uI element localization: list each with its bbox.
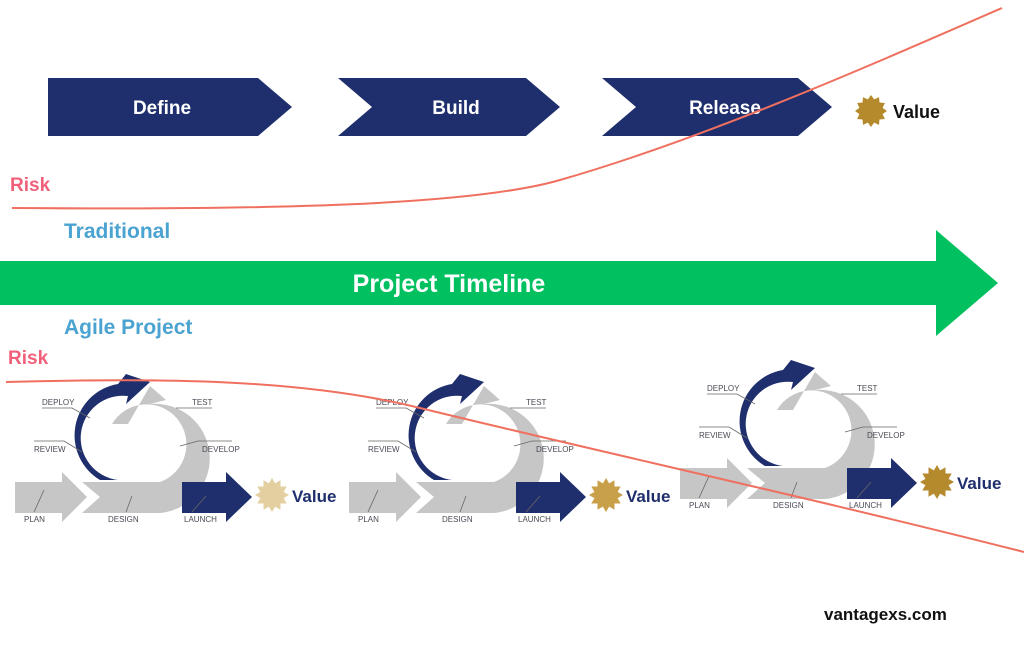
phase-define-arrow bbox=[48, 78, 292, 136]
cycle1-value-label: Value bbox=[292, 487, 336, 506]
traditional-risk-curve bbox=[11, 7, 1003, 210]
traditional-section-label: Traditional bbox=[64, 220, 170, 243]
cycle3-value-label: Value bbox=[957, 474, 1001, 493]
cycle3-test-label: TEST bbox=[857, 384, 878, 393]
traditional-value-label: Value bbox=[893, 102, 940, 122]
cycle3-review-label: REVIEW bbox=[699, 431, 731, 440]
cycle1-launch-label: LAUNCH bbox=[184, 515, 217, 524]
cycle2-launch-label: LAUNCH bbox=[518, 515, 551, 524]
footer-credit: vantagexs.com bbox=[824, 605, 947, 624]
agile-cycle-3: DEPLOY TEST REVIEW DEVELOP PLAN DESIGN L… bbox=[679, 359, 1001, 510]
cycle2-value-label: Value bbox=[626, 487, 670, 506]
phase-build-label: Build bbox=[432, 98, 480, 119]
phase-release-label: Release bbox=[689, 98, 761, 119]
cycle1-review-label: REVIEW bbox=[34, 445, 66, 454]
project-timeline-arrow bbox=[0, 230, 998, 336]
traditional-risk-label: Risk bbox=[10, 175, 51, 196]
cycle3-deploy-label: DEPLOY bbox=[707, 384, 740, 393]
project-timeline-label: Project Timeline bbox=[353, 270, 546, 298]
cycle3-develop-label: DEVELOP bbox=[867, 431, 905, 440]
cycle3-launch-label: LAUNCH bbox=[849, 501, 882, 510]
cycle2-value-star-icon bbox=[589, 478, 623, 512]
phase-define-label: Define bbox=[133, 98, 191, 119]
cycle3-value-star-icon bbox=[920, 465, 954, 499]
cycle1-deploy-label: DEPLOY bbox=[42, 398, 75, 407]
agile-cycle-1: DEPLOY TEST REVIEW DEVELOP PLAN DESIGN L… bbox=[14, 373, 336, 524]
phase-build-arrow bbox=[338, 78, 560, 136]
cycle3-design-label: DESIGN bbox=[773, 501, 804, 510]
cycle1-design-label: DESIGN bbox=[108, 515, 139, 524]
value-star-icon bbox=[855, 95, 887, 127]
phase-release-arrow bbox=[602, 78, 832, 136]
cycle3-plan-label: PLAN bbox=[689, 501, 710, 510]
cycle1-plan-label: PLAN bbox=[24, 515, 45, 524]
agile-risk-curve bbox=[5, 379, 1024, 553]
cycle1-develop-label: DEVELOP bbox=[202, 445, 240, 454]
cycle2-plan-label: PLAN bbox=[358, 515, 379, 524]
cycle2-design-label: DESIGN bbox=[442, 515, 473, 524]
traditional-phases: Define Build Release Value bbox=[48, 78, 940, 136]
cycle2-test-label: TEST bbox=[526, 398, 547, 407]
cycle2-develop-label: DEVELOP bbox=[536, 445, 574, 454]
cycle2-review-label: REVIEW bbox=[368, 445, 400, 454]
cycle1-value-star-icon bbox=[255, 478, 289, 512]
agile-risk-label: Risk bbox=[8, 348, 49, 369]
cycle1-test-label: TEST bbox=[192, 398, 213, 407]
agile-section-label: Agile Project bbox=[64, 316, 192, 339]
agile-cycle-2: DEPLOY TEST REVIEW DEVELOP PLAN DESIGN L… bbox=[348, 373, 670, 524]
